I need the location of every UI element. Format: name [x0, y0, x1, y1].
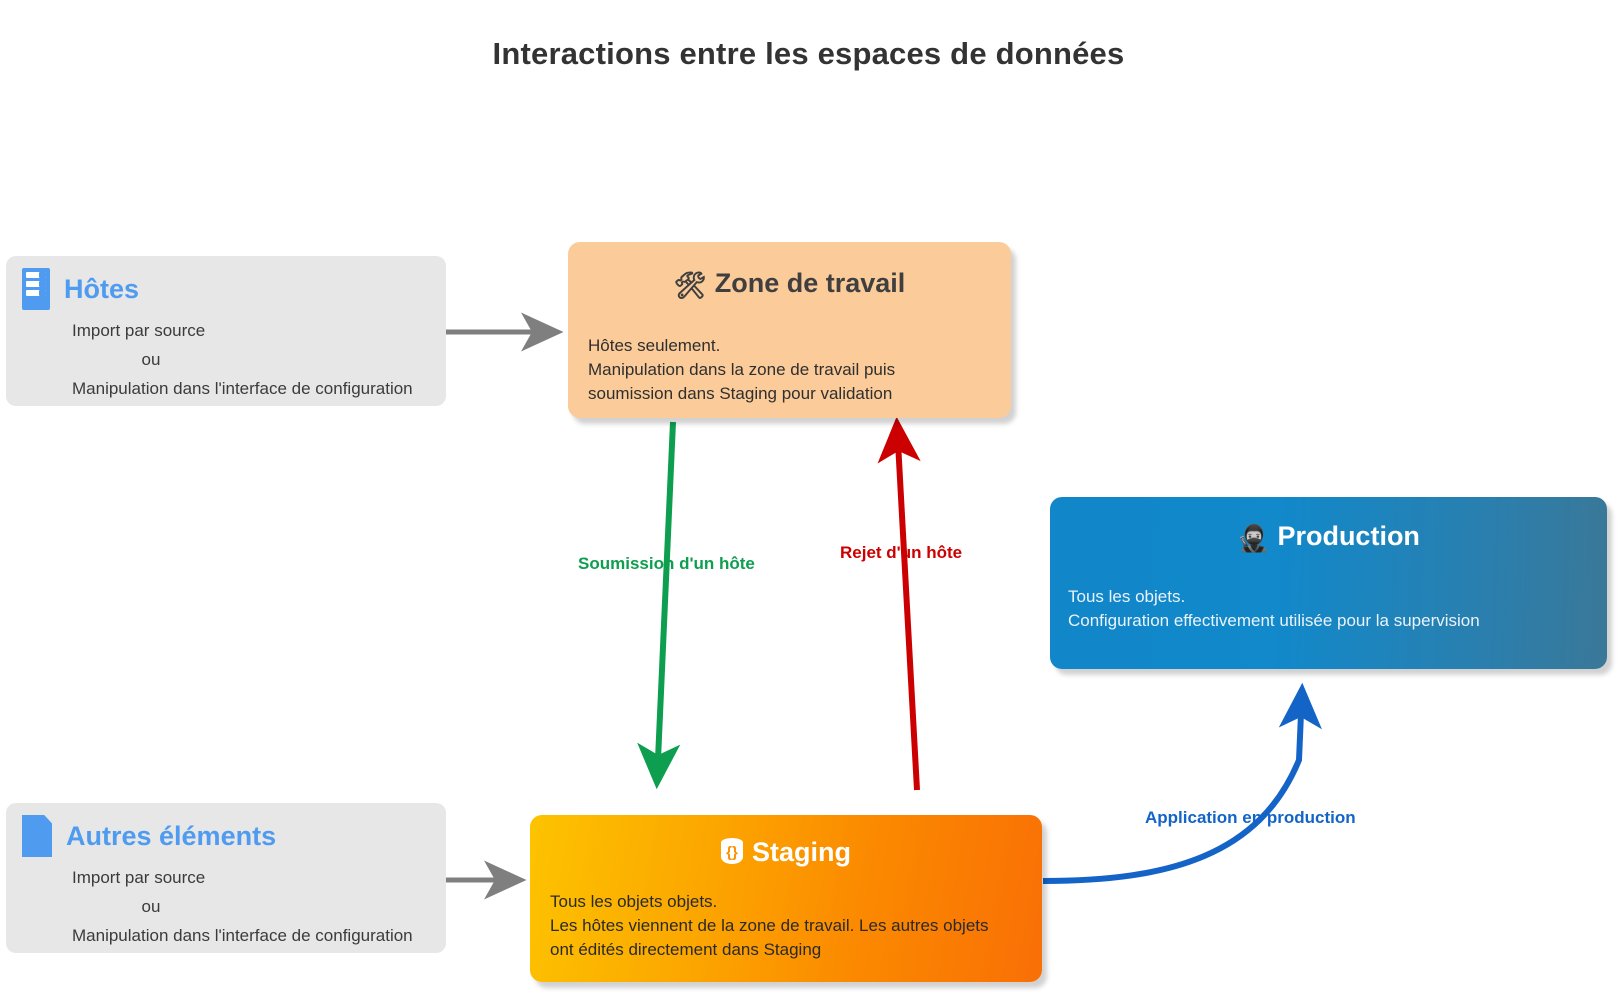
database-icon: {} — [721, 838, 743, 866]
source-lines-autres-elements: Import par source ou Manipulation dans l… — [6, 863, 446, 950]
source-line: ou — [141, 897, 161, 916]
source-box-hotes: Hôtes Import par source ou Manipulation … — [6, 256, 446, 406]
edge-staging-to-workspace — [877, 416, 921, 791]
ninja-icon: 🥷 — [1237, 523, 1270, 553]
source-line: Import par source — [72, 868, 206, 887]
source-box-autres-elements: Autres éléments Import par source ou Man… — [6, 803, 446, 953]
stage-title-staging: {} Staging — [530, 837, 1042, 868]
source-line: Manipulation dans l'interface de configu… — [72, 379, 413, 398]
edge-label-rejet: Rejet d'un hôte — [840, 543, 963, 562]
source-line: Import par source — [72, 321, 206, 340]
stage-title-text: Zone de travail — [714, 268, 906, 298]
edge-staging-to-production — [1042, 682, 1322, 884]
edge-label-application-production: Application en production — [1145, 808, 1356, 827]
source-line: Manipulation dans l'interface de configu… — [72, 926, 413, 945]
source-title-hotes: Hôtes — [64, 273, 140, 304]
stage-box-production: 🥷Production Tous les objets. Configurati… — [1050, 497, 1607, 669]
stage-body-production: Tous les objets. Configuration effective… — [1068, 587, 1480, 630]
source-header-autres-elements: Autres éléments — [22, 815, 276, 857]
stage-box-zone-de-travail: 🛠Zone de travail Hôtes seulement. Manipu… — [568, 242, 1011, 418]
stage-box-staging: {} Staging Tous les objets objets. Les h… — [530, 815, 1042, 982]
stage-title-text: Staging — [752, 837, 851, 867]
stage-title-production: 🥷Production — [1050, 521, 1607, 554]
page-title: Interactions entre les espaces de donnée… — [492, 36, 1125, 71]
source-lines-hotes: Import par source ou Manipulation dans l… — [6, 316, 446, 403]
edge-workspace-to-staging — [637, 421, 681, 790]
edge-label-soumission: Soumission d'un hôte — [578, 554, 755, 573]
stage-title-zone-de-travail: 🛠Zone de travail — [568, 268, 1011, 301]
source-title-autres-elements: Autres éléments — [66, 820, 277, 851]
document-icon — [22, 815, 52, 857]
stage-body-staging: Tous les objets objets. Les hôtes vienne… — [550, 892, 989, 959]
hammer-and-wrench-icon: 🛠 — [673, 270, 707, 300]
server-rack-icon — [22, 268, 50, 310]
source-line: ou — [141, 350, 161, 369]
stage-title-text: Production — [1277, 521, 1420, 551]
source-header-hotes: Hôtes — [22, 268, 139, 310]
stage-body-zone-de-travail: Hôtes seulement. Manipulation dans la zo… — [588, 336, 896, 403]
